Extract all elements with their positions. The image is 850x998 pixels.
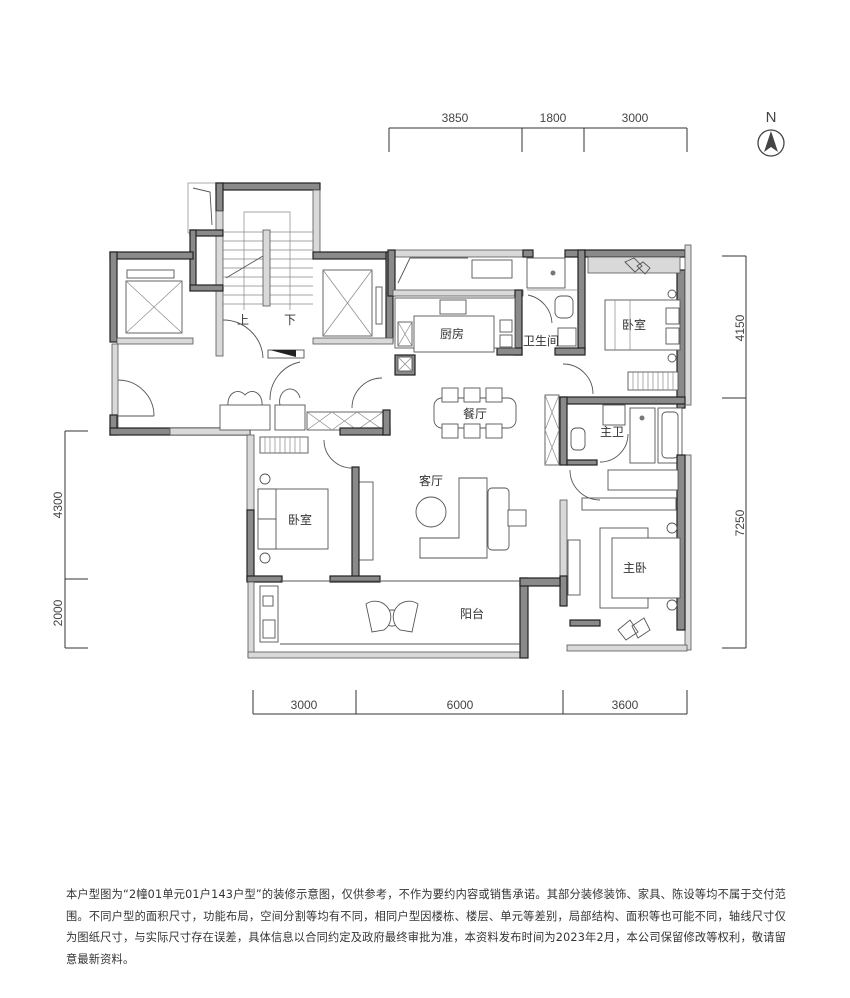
bathroom-label: 卫生间 (523, 334, 559, 348)
bedroom-ne-label: 卧室 (622, 317, 646, 332)
dim-top-1: 3850 (442, 111, 469, 125)
lobby (109, 343, 391, 436)
dim-right-2: 7250 (733, 509, 747, 536)
bottom-dimension: 3000 6000 3600 (252, 690, 688, 715)
bedroom-ne: 卧室 (562, 244, 692, 409)
dim-top-3: 3000 (622, 111, 649, 125)
elevator-left (109, 251, 194, 345)
bedroom-w-label: 卧室 (288, 512, 312, 527)
living-room: 客厅 (323, 439, 527, 580)
master-bath: 主卫 (559, 396, 686, 466)
left-dimension: 4300 2000 (51, 430, 88, 649)
dim-top-2: 1800 (540, 111, 567, 125)
kitchen-label: 厨房 (440, 326, 464, 341)
master-bedroom: 主卧 (559, 454, 692, 652)
dining-area: 餐厅 (433, 387, 560, 466)
bedroom-w: 卧室 (246, 434, 381, 583)
bathroom: 卫生间 (522, 249, 586, 356)
dining-label: 餐厅 (463, 406, 487, 421)
top-dimension: 3850 1800 3000 (388, 111, 688, 152)
balcony-label: 阳台 (460, 606, 484, 621)
north-arrow-icon: N (757, 109, 785, 157)
kitchen: 厨房 (387, 249, 524, 376)
living-label: 客厅 (419, 473, 443, 488)
master-bedroom-label: 主卧 (623, 561, 647, 575)
dim-bottom-1: 3000 (291, 698, 318, 712)
north-label: N (766, 109, 777, 126)
stairwell-core: 上 下 (187, 182, 321, 359)
disclaimer-text: 本户型图为“2幢01单元01户143户型”的装修示意图，仅供参考，不作为要约内容… (66, 888, 786, 966)
master-bath-label: 主卫 (600, 425, 624, 439)
floor-plan: 3850 1800 3000 N 4150 7250 4300 2000 300… (51, 109, 785, 715)
right-dimension: 4150 7250 (722, 255, 747, 649)
stair-down-label: 下 (284, 313, 296, 327)
dim-bottom-3: 3600 (612, 698, 639, 712)
dim-left-2: 2000 (51, 599, 65, 626)
dim-bottom-2: 6000 (447, 698, 474, 712)
balcony: 阳台 (247, 577, 561, 659)
dim-left-1: 4300 (51, 491, 65, 518)
elevator-right (312, 251, 394, 345)
dim-right-1: 4150 (733, 314, 747, 341)
